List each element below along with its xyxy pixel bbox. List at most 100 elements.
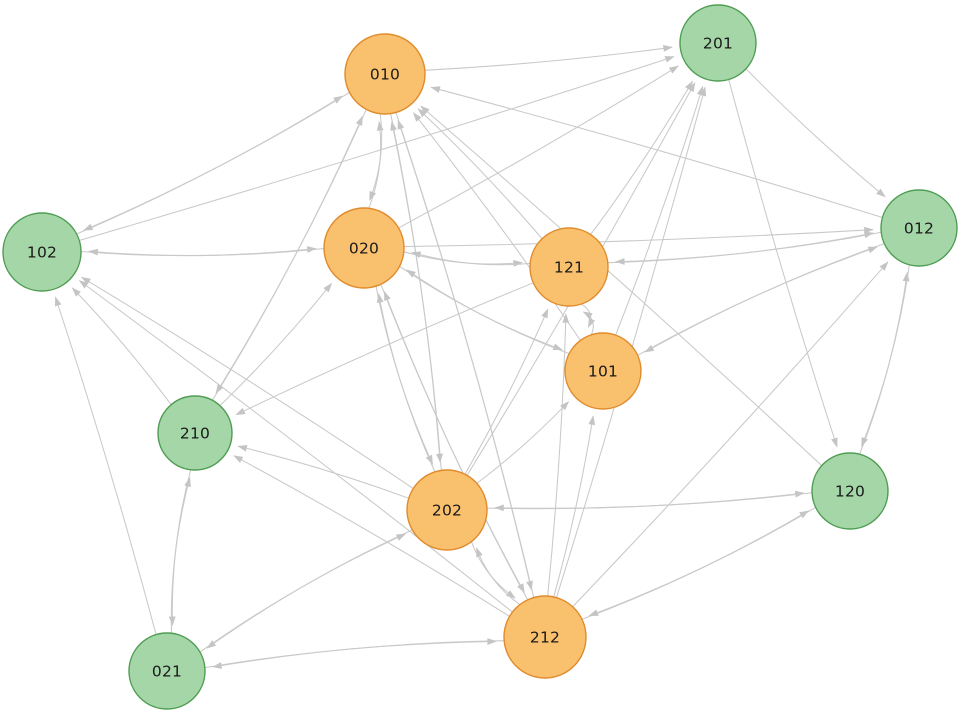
- graph-edge-arrowhead: [184, 477, 191, 488]
- graph-edge: [369, 113, 383, 201]
- graph-edge-arrowhead: [237, 444, 248, 452]
- graph-edge-arrowhead: [487, 638, 497, 645]
- graph-edge-arrowhead: [476, 547, 483, 558]
- graph-edge-arrowhead: [411, 251, 422, 259]
- node-circle[interactable]: [128, 632, 206, 710]
- graph-node-202[interactable]: 202: [406, 469, 488, 551]
- graph-edge: [615, 231, 882, 263]
- graph-edge-arrowhead: [663, 45, 673, 52]
- graph-edge: [378, 293, 436, 473]
- graph-edge: [199, 533, 406, 653]
- graph-edge: [644, 243, 885, 353]
- node-circle[interactable]: [564, 332, 642, 410]
- node-circle[interactable]: [323, 207, 405, 289]
- graph-edge: [547, 313, 567, 597]
- graph-edge-arrowhead: [369, 190, 376, 201]
- node-circle[interactable]: [529, 227, 609, 307]
- graph-edge: [171, 469, 192, 626]
- graph-node-020[interactable]: 020: [323, 207, 405, 289]
- graph-edge-arrowhead: [355, 115, 363, 126]
- graph-edge: [861, 264, 910, 447]
- graph-edge: [590, 81, 693, 236]
- graph-edge-arrowhead: [541, 308, 549, 319]
- graph-edge: [170, 477, 191, 634]
- graph-edge: [572, 261, 889, 608]
- graph-edge: [78, 56, 675, 242]
- graph-node-210[interactable]: 210: [157, 395, 233, 471]
- graph-node-012[interactable]: 012: [880, 189, 958, 267]
- graph-edge: [88, 247, 325, 257]
- graph-edge-arrowhead: [588, 609, 599, 617]
- graph-edge: [464, 308, 549, 475]
- graph-edge: [76, 95, 343, 235]
- node-circle[interactable]: [679, 4, 757, 82]
- node-circle[interactable]: [880, 189, 958, 267]
- graph-node-010[interactable]: 010: [344, 33, 426, 115]
- graph-edge-arrowhead: [831, 437, 838, 448]
- graph-edge-arrowhead: [406, 269, 416, 278]
- graph-edge: [859, 272, 908, 455]
- graph-edge-arrowhead: [395, 533, 407, 541]
- graph-node-101[interactable]: 101: [564, 332, 642, 410]
- graph-edge: [413, 112, 582, 341]
- graph-edge-arrowhead: [168, 616, 176, 627]
- graph-edge: [383, 291, 529, 601]
- graph-node-121[interactable]: 121: [529, 227, 609, 307]
- graph-edge: [204, 640, 497, 669]
- graph-edge: [79, 280, 513, 613]
- graph-edge-arrowhead: [526, 580, 533, 591]
- node-circle[interactable]: [157, 395, 233, 471]
- graph-edge: [398, 65, 679, 229]
- graph-edge-arrowhead: [876, 188, 886, 198]
- graph-edge-arrowhead: [215, 383, 224, 394]
- graph-edge: [219, 283, 332, 407]
- node-circle[interactable]: [2, 212, 82, 292]
- graph-edge-arrowhead: [376, 120, 384, 131]
- graph-node-021[interactable]: 021: [128, 632, 206, 710]
- graph-edge-arrowhead: [615, 258, 625, 265]
- graph-node-201[interactable]: 201: [679, 4, 757, 82]
- graph-node-120[interactable]: 120: [811, 452, 889, 530]
- graph-edge-arrowhead: [506, 590, 516, 599]
- graph-edge-arrowhead: [879, 261, 889, 271]
- graph-edge: [411, 251, 531, 266]
- graph-node-212[interactable]: 212: [503, 595, 587, 679]
- graph-edge-arrowhead: [88, 248, 99, 256]
- graph-edge-arrowhead: [412, 112, 422, 122]
- graph-edge: [55, 296, 157, 636]
- graph-edge: [395, 111, 532, 590]
- graph-edge: [420, 105, 823, 467]
- graph-edge: [494, 492, 813, 509]
- graph-edge: [476, 401, 569, 484]
- graph-edge-arrowhead: [420, 105, 430, 115]
- graph-edge-arrowhead: [78, 280, 89, 289]
- graph-edge-arrowhead: [668, 65, 679, 74]
- node-circle[interactable]: [344, 33, 426, 115]
- graph-edge: [236, 282, 534, 416]
- graph-edge: [424, 46, 673, 71]
- graph-node-102[interactable]: 102: [2, 212, 82, 292]
- graph-edge-arrowhead: [861, 437, 868, 448]
- graph-edge-arrowhead: [83, 223, 94, 231]
- graph-edge-arrowhead: [562, 313, 570, 323]
- graph-edge-arrowhead: [867, 246, 878, 254]
- graph-edge-arrowhead: [384, 290, 391, 301]
- graph-edge-arrowhead: [687, 82, 696, 93]
- node-circle[interactable]: [406, 469, 488, 551]
- graph-edge-arrowhead: [436, 453, 443, 464]
- graph-edge: [589, 506, 817, 617]
- graph-edge: [615, 86, 704, 336]
- graph-edge: [81, 276, 414, 490]
- graph-edge: [403, 229, 874, 248]
- graph-edge: [728, 78, 838, 447]
- graph-edge-arrowhead: [699, 86, 707, 97]
- graph-edge-arrowhead: [417, 108, 427, 118]
- graph-edge-arrowhead: [588, 415, 596, 426]
- graph-edge: [581, 510, 809, 620]
- node-circle[interactable]: [503, 595, 587, 679]
- node-circle[interactable]: [811, 452, 889, 530]
- graph-edge-arrowhead: [81, 276, 91, 285]
- graph-edge: [233, 455, 511, 617]
- graph-edge-arrowhead: [54, 296, 62, 307]
